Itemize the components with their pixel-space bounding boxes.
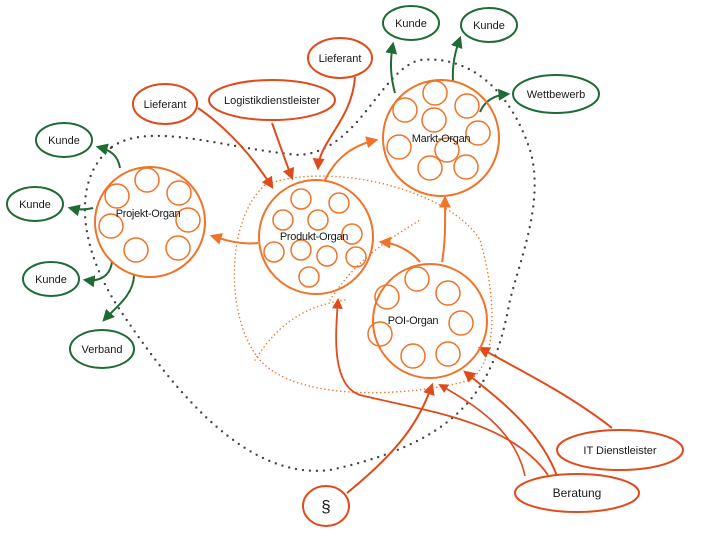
member-circle	[175, 207, 201, 233]
output-kunde-5[interactable]: Kunde	[460, 7, 518, 43]
output-wettbewerb-label: Wettbewerb	[527, 89, 586, 101]
organ-poi-label: POI-Organ	[388, 315, 439, 327]
input-logistikdienstleister-label: Logistikdienstleister	[224, 95, 320, 107]
member-circle	[367, 321, 393, 347]
member-circle	[316, 245, 338, 267]
network-link-dotted	[254, 299, 346, 361]
organ-member-circles	[263, 188, 367, 288]
edge-projekt-kunde2	[67, 204, 94, 217]
member-circle	[435, 280, 461, 306]
edges	[67, 35, 613, 494]
input-paragraph-law[interactable]: §	[302, 485, 350, 527]
input-lieferant-top[interactable]: Lieferant	[307, 37, 373, 79]
edge-poi-produkt	[378, 236, 421, 263]
member-circle	[417, 155, 443, 181]
input-lieferant-top-label: Lieferant	[319, 53, 362, 65]
member-circle	[328, 192, 350, 214]
edge-projekt-kunde3	[82, 261, 113, 288]
organ-member-circles	[367, 266, 474, 369]
member-circle	[134, 167, 160, 193]
organ-projekt[interactable]: Projekt-Organ	[94, 166, 206, 278]
output-kunde-3-label: Kunde	[35, 274, 67, 286]
network-boundary	[233, 175, 493, 394]
member-circle	[298, 266, 320, 288]
input-it-dienstleister-label: IT Dienstleister	[583, 445, 656, 457]
member-circle	[341, 223, 363, 245]
input-beratung[interactable]: Beratung	[514, 473, 640, 513]
organ-projekt-label: Projekt-Organ	[116, 208, 181, 220]
member-circle	[290, 239, 312, 261]
edge-beratung-poi-2	[438, 384, 526, 477]
member-circle	[453, 154, 479, 180]
organ-produkt-label: Produkt-Organ	[280, 231, 348, 243]
member-circle	[263, 241, 285, 263]
output-kunde-4[interactable]: Kunde	[382, 5, 440, 41]
member-circle	[465, 120, 491, 146]
output-kunde-3[interactable]: Kunde	[22, 261, 80, 297]
member-circle	[386, 134, 412, 160]
input-beratung-label: Beratung	[553, 486, 602, 500]
edge-produkt-markt	[324, 136, 379, 181]
member-circle	[345, 246, 367, 268]
member-circle	[400, 343, 426, 369]
edge-projekt-verband	[102, 274, 135, 322]
member-circle	[123, 237, 149, 263]
input-lieferant-left[interactable]: Lieferant	[132, 83, 198, 125]
organ-produkt[interactable]: Produkt-Organ	[258, 179, 374, 295]
member-circle	[422, 80, 448, 106]
input-logistikdienstleister[interactable]: Logistikdienstleister	[208, 79, 336, 121]
output-kunde-1-label: Kunde	[48, 135, 80, 147]
member-circle	[392, 97, 418, 123]
edge-markt-kunde1	[385, 41, 398, 94]
member-circle	[434, 137, 460, 163]
paragraph-icon: §	[321, 497, 330, 516]
member-circle	[290, 188, 312, 210]
member-circle	[272, 209, 294, 231]
member-circle	[454, 93, 480, 119]
edge-markt-kunde2	[451, 35, 463, 83]
organ-member-circles	[98, 167, 201, 263]
member-circle	[404, 266, 430, 292]
member-circle	[435, 341, 461, 367]
edge-logistik-produkt	[271, 122, 295, 181]
edge-paragraph-poi	[346, 382, 435, 494]
member-circle	[98, 213, 124, 239]
output-verband[interactable]: Verband	[69, 329, 135, 369]
output-kunde-2-label: Kunde	[19, 199, 51, 211]
output-kunde-4-label: Kunde	[395, 18, 427, 30]
member-circle	[104, 183, 130, 209]
edge-lieferant1-produkt	[197, 107, 274, 190]
output-kunde-2[interactable]: Kunde	[6, 186, 64, 222]
input-lieferant-left-label: Lieferant	[144, 99, 187, 111]
edge-beratung-produkt	[332, 297, 549, 476]
organ-member-circles	[386, 80, 491, 181]
output-kunde-5-label: Kunde	[473, 20, 505, 32]
output-wettbewerb[interactable]: Wettbewerb	[512, 74, 600, 114]
output-verband-label: Verband	[82, 344, 123, 356]
organ-markt-label: Markt-Organ	[412, 133, 471, 145]
member-circle	[421, 107, 447, 133]
edge-markt-wettbewerb	[479, 88, 511, 113]
edge-lieferant2-produkt	[312, 76, 356, 171]
edge-it-poi	[477, 346, 613, 429]
organ-poi[interactable]: POI-Organ	[367, 263, 488, 379]
output-kunde-1[interactable]: Kunde	[35, 122, 93, 158]
edge-beratung-poi-1	[463, 370, 558, 477]
input-it-dienstleister[interactable]: IT Dienstleister	[556, 429, 684, 471]
member-circle	[166, 180, 192, 206]
organ-markt[interactable]: Markt-Organ	[382, 79, 500, 197]
member-circle	[374, 284, 400, 310]
edge-projekt-kunde1	[95, 143, 121, 169]
member-circle	[307, 209, 329, 231]
member-circle	[165, 235, 191, 261]
member-circle	[448, 310, 474, 336]
edge-poi-markt	[439, 195, 452, 263]
edge-produkt-projekt	[209, 233, 259, 245]
